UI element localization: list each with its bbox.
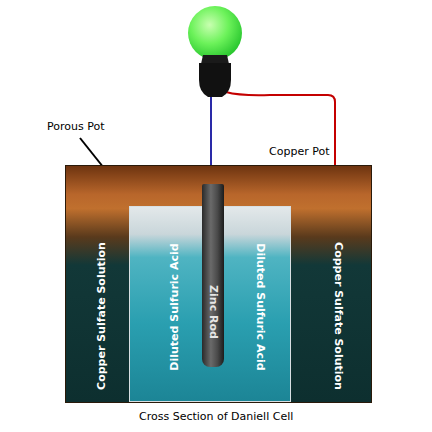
acid-label: Diluted Sulfuric Acid [254, 243, 267, 370]
callout-label: Porous Pot [47, 120, 104, 133]
solution-label: Copper Sulfate Solution [332, 242, 345, 390]
bulb-neck [201, 55, 229, 64]
acid-label: Diluted Sulfuric Acid [168, 243, 181, 370]
light-bulb [188, 6, 242, 60]
copper-pot: Copper PotCopper Sulfate SolutionCopper … [65, 165, 372, 403]
zinc-rod: Zinc Rod [202, 184, 224, 367]
caption: Cross Section of Daniell Cell [139, 410, 293, 423]
bulb-socket [199, 63, 231, 97]
porous-pot: Diluted Sulfuric Acid Diluted Sulfuric Ac… [129, 206, 291, 402]
part-label: Copper Pot [269, 145, 329, 158]
wire-red [226, 92, 335, 166]
solution-label: Copper Sulfate Solution [95, 242, 108, 390]
rod-label: Zinc Rod [207, 285, 220, 339]
